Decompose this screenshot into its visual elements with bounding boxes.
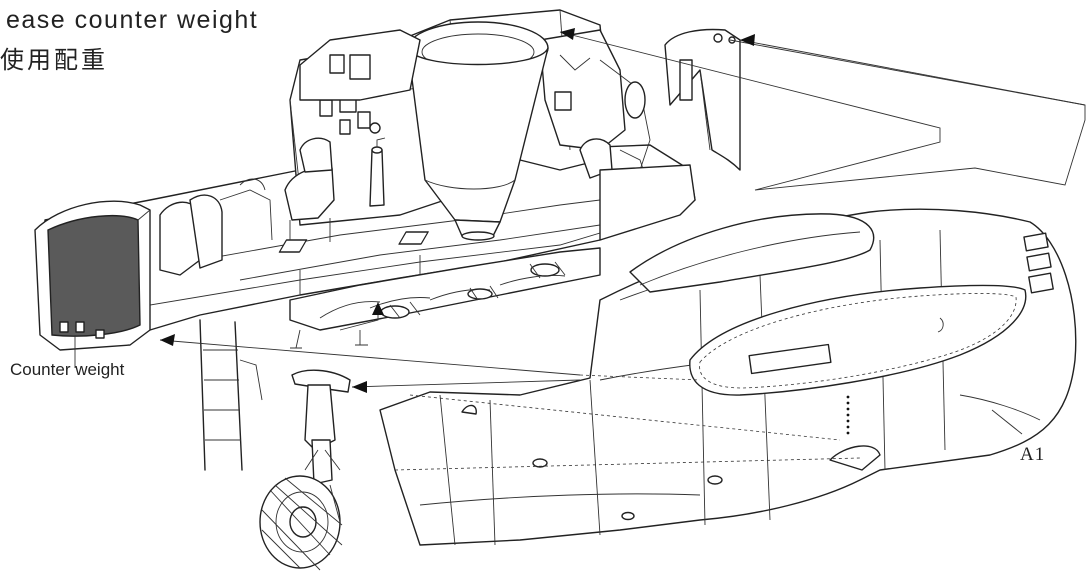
canopy-frame-part <box>664 28 741 171</box>
cone-hopper <box>407 21 549 241</box>
nose-landing-gear <box>259 369 351 571</box>
fire-extinguisher <box>369 149 385 207</box>
underfloor-machinery <box>289 247 601 349</box>
part-a1-label: A1 <box>1020 444 1046 465</box>
rivet-column <box>846 395 850 435</box>
cockpit-side-wall <box>299 29 421 101</box>
fuselage-shell-a1 <box>379 208 1077 546</box>
alignment-dashed-lines <box>394 374 861 471</box>
instruction-text-chinese: 使用配重 <box>0 46 108 74</box>
counter-weight-label: Counter weight <box>10 360 125 379</box>
nose-section <box>34 200 151 368</box>
instruction-text-english: ease counter weight <box>6 6 259 34</box>
counter-weight-block <box>47 215 141 337</box>
boarding-ladder <box>199 319 263 471</box>
cockpit-interior <box>159 137 386 276</box>
assembly-guide-arrows <box>159 28 1086 393</box>
